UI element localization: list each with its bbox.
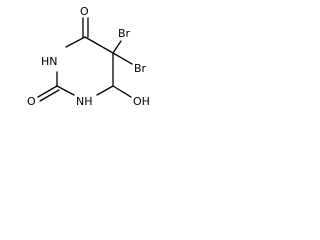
atom-labels: O HN O NH OH Br Br [27, 5, 150, 108]
substituent-bonds [37, 17, 133, 102]
atom-oh: OH [133, 95, 150, 108]
bond-c6-n1 [96, 85, 114, 96]
atom-o-top: O [80, 5, 89, 18]
atom-nh-bottom: NH [76, 95, 93, 108]
atom-br-right: Br [134, 62, 147, 75]
ring-bonds [56, 36, 114, 96]
chemical-structure: O HN O NH OH Br Br [27, 5, 150, 108]
bond-n1-c2 [56, 85, 75, 96]
atom-br-upper: Br [118, 27, 131, 40]
bond-c5-br-upper [112, 40, 122, 54]
bond-c6-oh [112, 85, 132, 98]
bond-c5-br-right [112, 52, 133, 65]
atom-nh-left: HN [41, 55, 58, 68]
bond-n3-c4 [65, 36, 86, 48]
bond-c2-o-double-a [37, 85, 58, 98]
bond-c2-o-double-b [39, 89, 60, 102]
atom-o-left: O [27, 95, 36, 108]
bond-c4-c5 [84, 36, 114, 54]
